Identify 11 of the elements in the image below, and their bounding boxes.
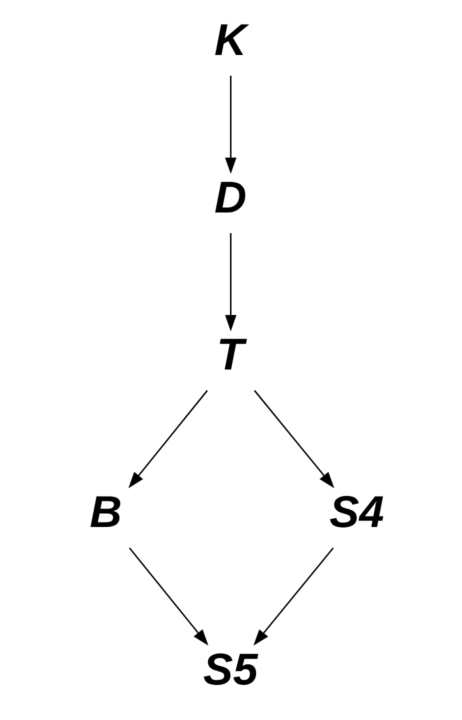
node-text: B xyxy=(89,488,122,538)
arrow xyxy=(252,547,334,646)
arrow xyxy=(224,233,236,332)
node-text: S5 xyxy=(202,645,258,694)
arrow xyxy=(253,390,334,488)
node-text: D xyxy=(214,173,246,222)
arrow xyxy=(128,390,208,488)
arrow xyxy=(128,547,208,646)
node-text: S4 xyxy=(329,488,384,538)
arrow xyxy=(224,76,236,174)
node-text: K xyxy=(214,16,246,65)
